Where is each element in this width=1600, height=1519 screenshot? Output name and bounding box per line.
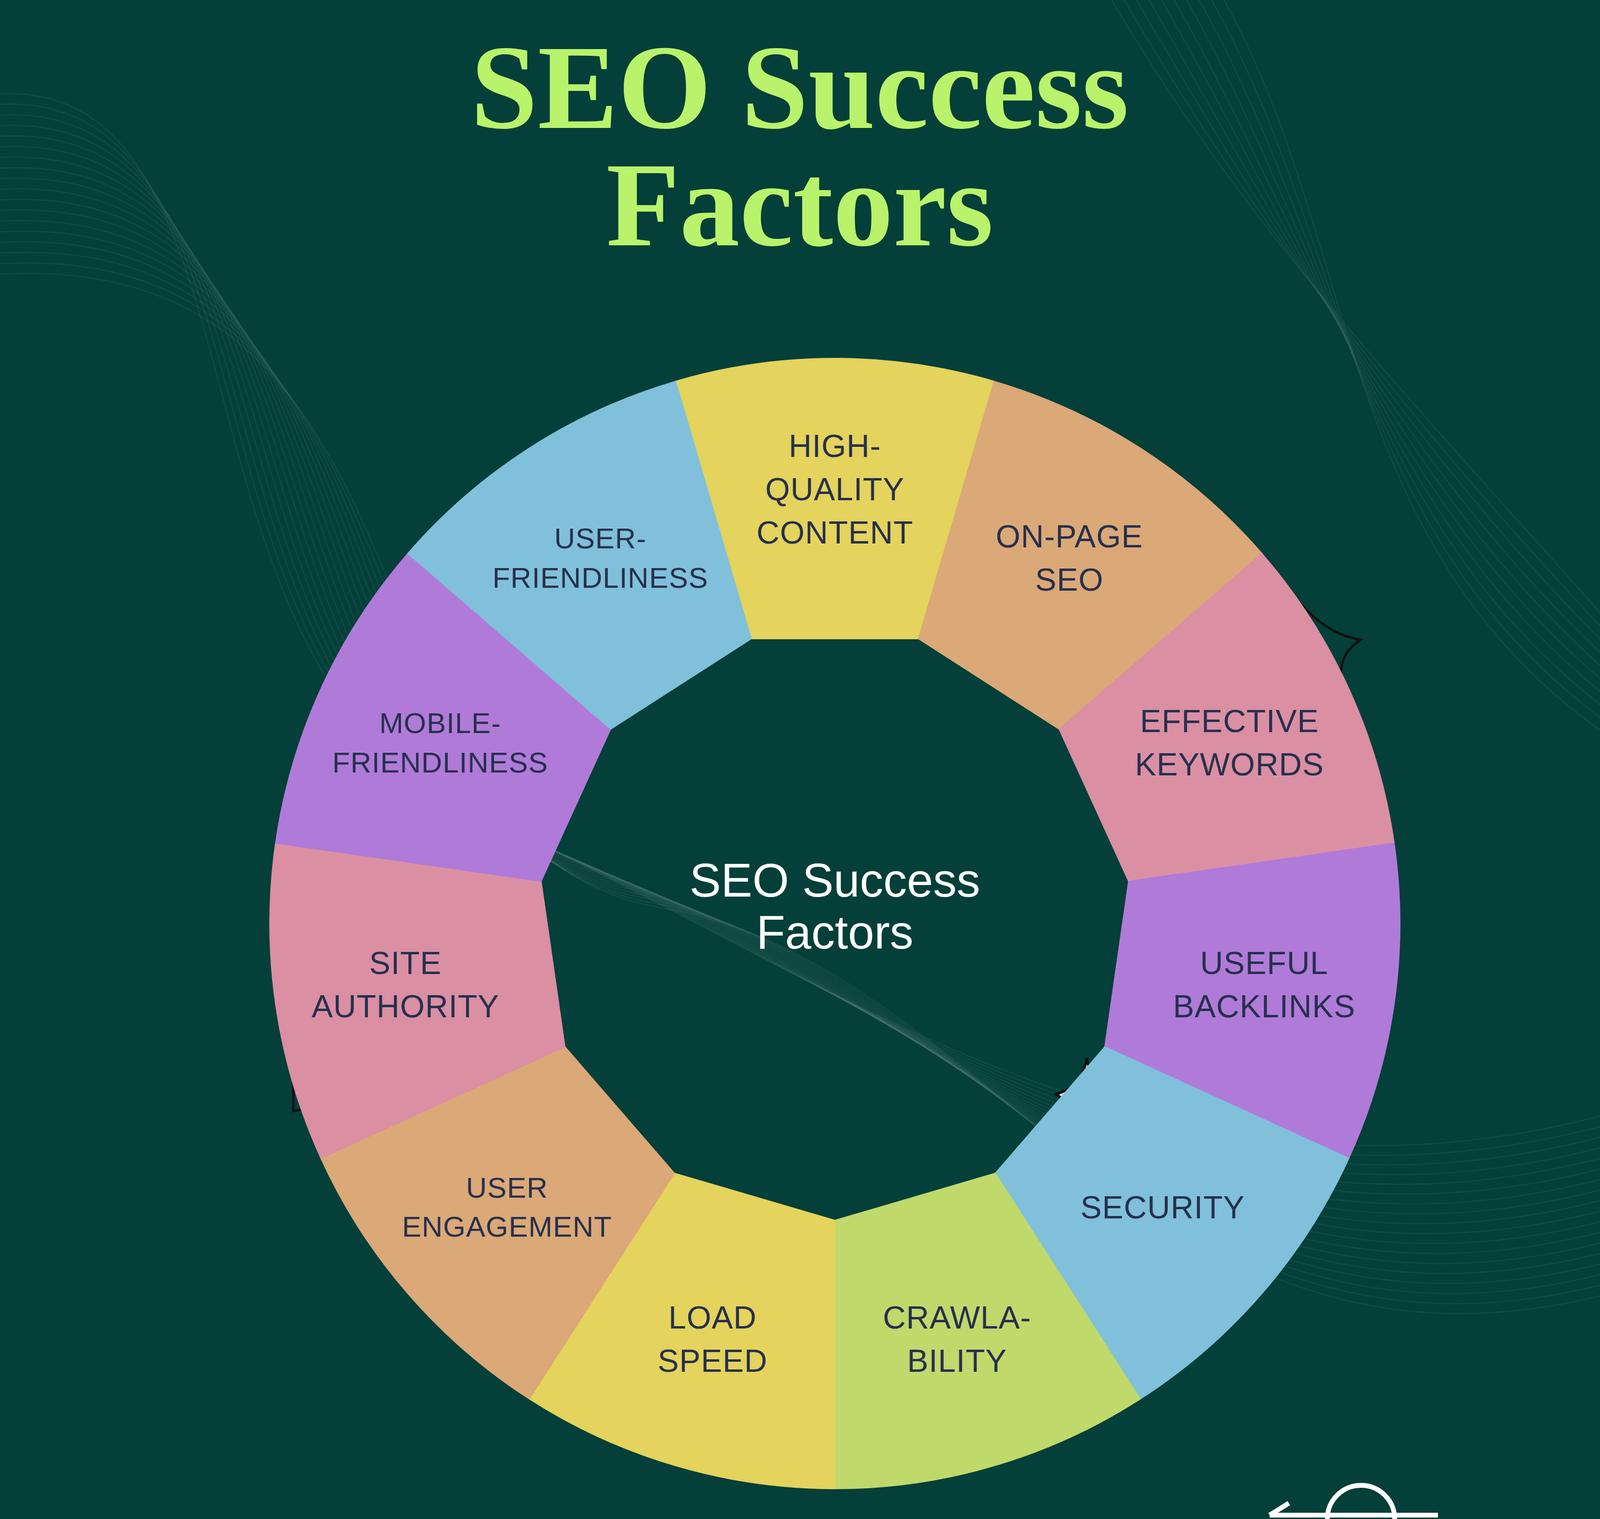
ring-segment: CRAWLA- BILITY	[833, 1171, 1142, 1490]
contour-line	[0, 146, 1600, 1195]
logo-fragment	[1269, 1485, 1438, 1519]
segment-label: CRAWLA- BILITY	[875, 1296, 1039, 1384]
segment-label: SITE AUTHORITY	[294, 942, 517, 1029]
segment-label: HIGH- QUALITY CONTENT	[743, 424, 927, 555]
segment-label: SECURITY	[1080, 1185, 1246, 1230]
contour-line	[0, 273, 1600, 1314]
segment-shape	[406, 379, 753, 731]
segment-fill	[407, 381, 752, 730]
segment-label: USEFUL BACKLINKS	[1158, 942, 1371, 1029]
segment-label: EFFECTIVE KEYWORDS	[1118, 700, 1340, 787]
center-label: SEO Success Factors	[661, 854, 1008, 959]
segment-label: MOBILE- FRIENDLINESS	[310, 704, 571, 783]
segment-fill	[834, 1172, 1141, 1489]
contour-line	[0, 125, 1600, 1175]
contour-line	[0, 241, 1600, 1284]
contour-line	[0, 252, 1600, 1294]
contour-line	[0, 263, 1600, 1304]
segment-label: LOAD SPEED	[647, 1296, 778, 1384]
contour-line	[0, 188, 1600, 1234]
contour-line	[0, 231, 1600, 1274]
ring-segment: USER- FRIENDLINESS	[406, 379, 753, 731]
ring-segment: EFFECTIVE KEYWORDS	[1058, 552, 1396, 883]
contour-lines	[0, 0, 1600, 1314]
ring-segment: SITE AUTHORITY	[268, 841, 567, 1160]
segment-fill	[269, 843, 566, 1159]
segment-label: ON-PAGE SEO	[978, 515, 1161, 602]
segment-fill	[1058, 553, 1395, 882]
contour-line	[0, 157, 1600, 1205]
title: SEO Success Factors	[415, 28, 1185, 264]
segment-label: USER ENGAGEMENT	[381, 1168, 632, 1247]
contour-line	[0, 136, 1600, 1185]
segment-label: USER- FRIENDLINESS	[470, 519, 731, 598]
contour-line	[0, 114, 1600, 1165]
